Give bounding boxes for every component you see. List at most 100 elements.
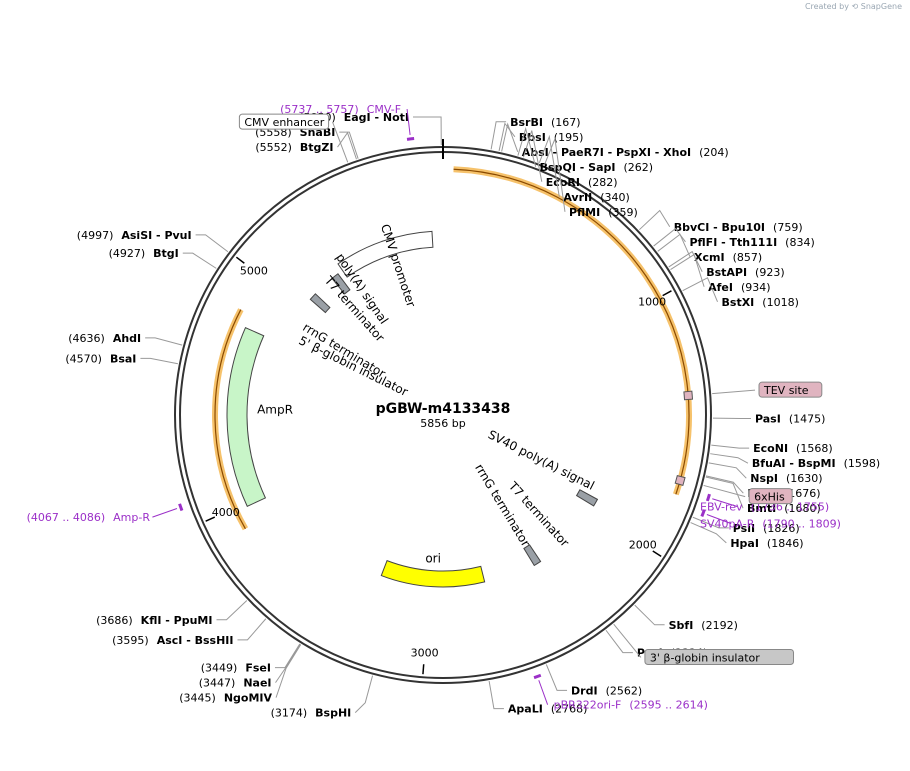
enzyme-leader-line [690,522,727,544]
box-leader-line [332,121,349,163]
enzyme-label[interactable]: BmtI(1680) [747,502,821,515]
feature-box-label: CMV enhancer [244,116,324,129]
enzyme-label[interactable]: EcoNI(1568) [753,442,832,455]
enzyme-label[interactable]: (4927)BtgI [109,247,179,260]
rrng-terminator-right-feature[interactable] [523,544,542,567]
tev-site-marker[interactable] [683,390,694,401]
box-leader-line [703,484,746,498]
enzyme-label[interactable]: HpaI(1846) [730,537,803,550]
enzyme-label[interactable]: PasI(1475) [755,413,825,426]
enzyme-label[interactable]: ApaLI(2768) [508,703,587,716]
credit-brand: SnapGene [860,2,902,11]
primer-site-marker[interactable] [533,673,542,680]
enzyme-label[interactable]: BspQI - SapI(262) [540,161,653,174]
inner-feature-label: SV40 poly(A) signal [486,427,597,492]
feature-box[interactable] [758,381,823,398]
primer-site-marker[interactable] [406,137,415,141]
plasmid-name: pGBW-m4133438 [376,401,511,417]
enzyme-leader-line [339,131,359,159]
enzyme-label[interactable]: (3686)KflI - PpuMI [96,614,212,627]
t7-terminator-left-feature[interactable] [331,273,351,295]
enzyme-label[interactable]: (3445)NgoMIV [179,692,272,705]
enzyme-leader-line [657,233,691,257]
inner-feature-label: AmpR [257,402,293,416]
enzyme-leader-line [692,516,729,529]
credit-prefix: Created by [804,2,849,11]
enzyme-label[interactable]: BstXI(1018) [722,296,799,309]
enzyme-label[interactable]: SbfI(2192) [669,619,738,632]
primer-label[interactable]: pBR322ori-F(2595 .. 2614) [554,699,708,712]
rrng-terminator-left-feature[interactable] [309,293,331,314]
enzyme-leader-line [498,122,516,151]
sv40-polya-feature[interactable] [575,489,599,507]
enzyme-leader-line [145,337,183,346]
feature-box-label: 3' β-globin insulator [650,651,760,664]
enzyme-leader-line [195,234,229,253]
enzyme-label[interactable]: DrdI(2562) [571,684,642,697]
snapgene-logo-icon: ⟲ [851,2,859,11]
feature-box[interactable] [238,113,330,130]
tick-label: 1000 [638,295,666,308]
enzyme-leader-line [275,644,302,698]
enzyme-leader-line [522,130,543,182]
tick-label: 4000 [212,506,240,519]
enzyme-leader-line [639,209,671,231]
enzyme-label[interactable]: (5552)BtgZI [255,141,333,154]
ori-feature[interactable] [380,559,486,588]
primer-leader-line [406,109,411,135]
enzyme-leader-line [543,136,566,212]
enzyme-leader-line [538,134,560,197]
tick-mark [652,550,662,558]
primer-leader-line [152,508,178,518]
tick-mark [422,664,425,675]
enzyme-leader-line [274,643,301,669]
feature-box[interactable] [644,648,795,665]
primer-leader-line [712,498,738,507]
backbone-ring [174,139,712,684]
enzyme-label[interactable]: BfuAI - BspMI(1598) [752,457,880,470]
cmv-promoter-feature[interactable] [337,230,434,278]
enzyme-leader-line [682,277,718,302]
enzyme-label[interactable]: NspI(1630) [750,472,822,485]
his-tag-marker[interactable] [674,475,686,487]
enzyme-leader-line [545,664,568,691]
enzyme-label[interactable]: (4997)AsiSI - PvuI [77,229,192,242]
enzyme-label[interactable]: AvrII(340) [563,191,630,204]
enzyme-label[interactable]: (3595)AscI - BssHII [112,634,233,647]
feature-box-label: TEV site [763,384,809,397]
primer-site-marker[interactable] [700,509,706,517]
enzyme-leader-line [710,453,749,464]
enzyme-label[interactable]: PsiI(1826) [733,522,800,535]
enzyme-label[interactable]: PflFI - Tth111I(834) [689,236,814,249]
feature-box[interactable] [748,488,793,505]
enzyme-label[interactable]: XcmI(857) [694,251,762,264]
primer-site-marker[interactable] [705,493,711,502]
ampr-feature[interactable] [226,326,267,508]
enzyme-label[interactable]: AfeI(934) [708,281,770,294]
enzyme-leader-line [705,476,744,509]
enzyme-label[interactable]: EcoRI(282) [546,176,618,189]
primer-label[interactable]: (4067 .. 4086)Amp-R [27,511,151,524]
tick-mark [205,516,216,522]
enzyme-label[interactable]: BstAPI(923) [706,266,784,279]
enzyme-leader-line [708,462,747,479]
enzyme-label[interactable]: BbvCI - Bpu10I(759) [674,221,803,234]
enzyme-leader-line [517,126,537,167]
enzyme-leader-line [488,680,504,710]
enzyme-label[interactable]: AbsI - PaeR7I - PspXI - XhoI(204) [522,146,729,159]
primer-site-marker[interactable] [178,503,184,512]
primer-label[interactable]: SV40pA-R(1790 .. 1809) [700,518,841,531]
enzyme-label[interactable]: PflMI(359) [569,206,638,219]
enzyme-label[interactable]: (3174)BspHI [271,707,352,720]
enzyme-label[interactable]: (3449)FseI [201,662,271,675]
enzyme-label[interactable]: BbsI(195) [519,131,584,144]
primer-label[interactable]: (5737 .. 5757)CMV-F [280,103,401,116]
tick-mark [662,290,672,297]
enzyme-label[interactable]: (3447)NaeI [199,677,272,690]
enzyme-label[interactable]: (4570)BsaI [65,352,136,365]
enzyme-label[interactable]: BsrBI(167) [510,116,580,129]
enzyme-label[interactable]: (4636)AhdI [68,332,141,345]
